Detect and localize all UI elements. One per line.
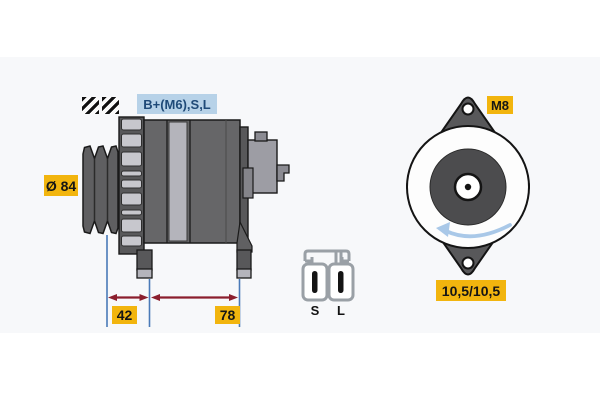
dimension-label-42: 42 (112, 306, 137, 324)
dimension-arrow-78 (151, 294, 238, 301)
alternator-side-view (82, 116, 290, 279)
mounting-foot-front (136, 249, 153, 271)
mounting-hole-top (461, 102, 475, 116)
mounting-foot-rear-bushing (236, 268, 252, 279)
hatch-square (82, 97, 99, 114)
terminal-lug (276, 164, 290, 182)
stator-band (168, 121, 188, 242)
regulator-lower-block (242, 167, 254, 199)
mounting-foot-front-bushing (136, 268, 153, 279)
shaft-center (464, 183, 472, 191)
rotation-direction-arrow-icon (436, 222, 512, 239)
plug-pin-l-slot (338, 271, 344, 293)
alternator-rear-view (406, 96, 530, 276)
dimension-lines (106, 235, 241, 327)
fan-blades (121, 118, 142, 247)
hatch-square (102, 97, 119, 114)
pulley-diameter-label: Ø 84 (44, 175, 78, 196)
mounting-holes-label: 10,5/10,5 (436, 280, 506, 301)
terminal-label: B+(M6),S,L (137, 94, 217, 114)
mounting-hole-bottom (461, 256, 475, 270)
pin-label-l: L (337, 302, 345, 318)
pin-label-s: S (310, 302, 320, 318)
mounting-foot-rear (236, 249, 252, 271)
connector-plug (301, 249, 355, 302)
alternator-housing (143, 119, 241, 244)
pulley (82, 145, 119, 235)
dimension-arrow-42 (108, 294, 149, 301)
plug-pin-s-slot (312, 271, 318, 293)
hatch-pattern-icon (82, 97, 119, 114)
regulator-tab (254, 131, 268, 142)
dimension-label-78: 78 (215, 306, 240, 324)
thread-label-m8: M8 (487, 96, 513, 114)
